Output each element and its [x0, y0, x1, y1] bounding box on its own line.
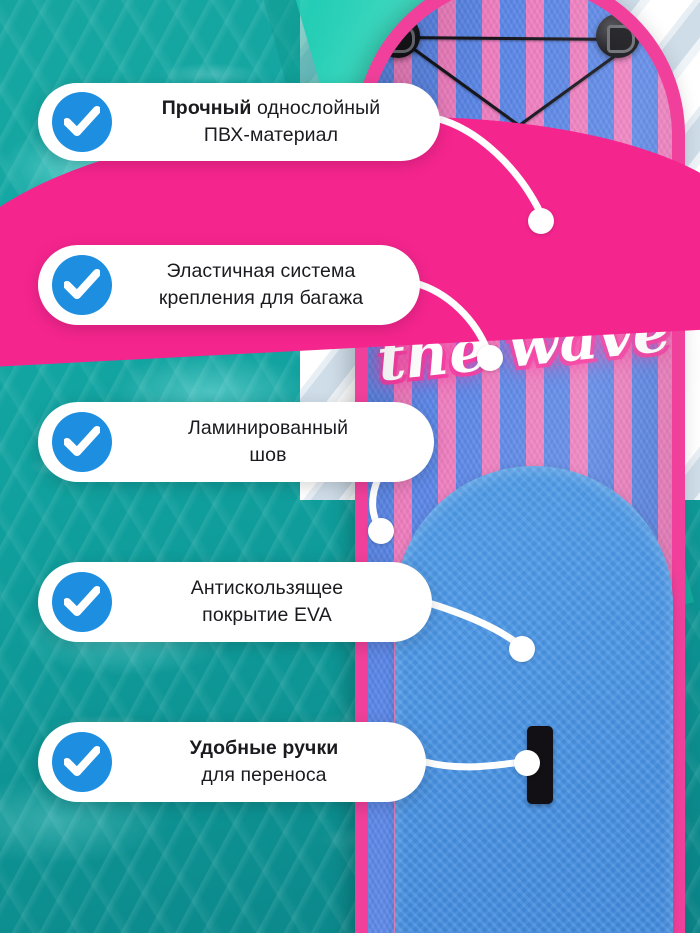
feature-text: Прочный однослойный ПВХ-материал — [128, 95, 414, 149]
eva-deck-pad — [395, 466, 673, 933]
feature-line2-text: покрытие EVA — [202, 604, 332, 626]
feature-line2-text: крепления для багажа — [158, 287, 364, 309]
d-ring-top-right — [596, 14, 640, 58]
feature-bold-text: Прочный — [161, 97, 252, 120]
feature-text: Антискользящее покрытие EVA — [128, 575, 406, 629]
check-circle-icon — [52, 572, 112, 632]
feature-text: Эластичная система крепления для багажа — [128, 258, 394, 312]
feature-regular-text: Ламинированный — [187, 417, 349, 440]
feature-text: Ламинированный шов — [128, 415, 408, 469]
feature-line2-text: для переноса — [201, 764, 327, 786]
check-circle-icon — [52, 732, 112, 792]
connector-endpoint-3 — [368, 518, 394, 544]
feature-card-cargo-system[interactable]: Эластичная система крепления для багажа — [38, 245, 420, 325]
feature-regular-text: однослойный — [257, 97, 381, 120]
feature-line2-text: ПВХ-материал — [203, 124, 339, 146]
feature-card-handles[interactable]: Удобные ручки для переноса — [38, 722, 426, 802]
checkmark-glyph — [64, 426, 100, 456]
checkmark-glyph — [64, 586, 100, 616]
feature-bold-text: Удобные ручки — [189, 737, 339, 760]
d-ring-top-left — [376, 14, 420, 58]
check-circle-icon — [52, 255, 112, 315]
feature-regular-text: Антискользящее — [190, 577, 344, 600]
checkmark-glyph — [64, 106, 100, 136]
feature-card-material[interactable]: Прочный однослойный ПВХ-материал — [38, 83, 440, 161]
eva-texture — [395, 466, 673, 933]
feature-line2-text: шов — [249, 444, 287, 466]
connector-endpoint-4 — [509, 636, 535, 662]
connector-endpoint-5 — [514, 750, 540, 776]
feature-card-seam[interactable]: Ламинированный шов — [38, 402, 434, 482]
checkmark-glyph — [64, 746, 100, 776]
connector-endpoint-2 — [477, 345, 503, 371]
feature-text: Удобные ручки для переноса — [128, 735, 400, 789]
connector-endpoint-1 — [528, 208, 554, 234]
checkmark-glyph — [64, 269, 100, 299]
feature-regular-text: Эластичная система — [166, 260, 356, 283]
check-circle-icon — [52, 92, 112, 152]
feature-card-eva-coating[interactable]: Антискользящее покрытие EVA — [38, 562, 432, 642]
check-circle-icon — [52, 412, 112, 472]
